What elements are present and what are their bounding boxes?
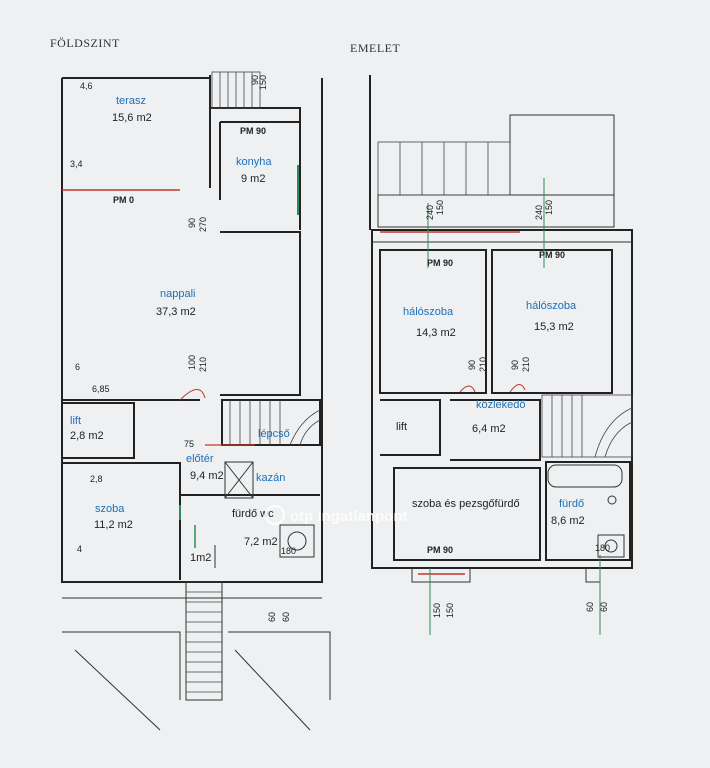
otp-logo-icon	[264, 504, 286, 526]
room-haloszoba2-area: 15,3 m2	[534, 321, 574, 333]
ground-dim-4: 4	[77, 544, 82, 554]
watermark-text: otp Ingatlanpont	[290, 508, 407, 525]
room-lift-name: lift	[70, 415, 81, 427]
room-furdo-wc-area: 7,2 m2	[244, 536, 278, 548]
room-1m2-area: 1m2	[190, 552, 211, 564]
upper-dim-60b: 60	[599, 602, 609, 612]
ground-floor-title: FÖLDSZINT	[50, 36, 120, 50]
upper-outer-wall	[371, 229, 633, 569]
room-furdo-area: 8,6 m2	[551, 515, 585, 527]
upper-floor-plan: 240 150 240 150 PM 90 PM 90 hálószoba 14…	[369, 75, 633, 635]
ground-dim-6: 6	[75, 362, 80, 372]
ground-dim-6-85: 6,85	[92, 384, 110, 394]
upper-dim-180: 180	[595, 543, 610, 553]
upper-dim-240a: 240	[425, 205, 435, 220]
upper-dim-90b: 90	[510, 360, 520, 370]
upper-dim-150d: 150	[544, 200, 554, 215]
room-konyha-name: konyha	[236, 156, 272, 168]
room-haloszoba1-name: hálószoba	[403, 306, 454, 318]
ground-dim-75: 75	[184, 439, 194, 449]
upper-dim-150a: 150	[432, 603, 442, 618]
ground-dim-180: 180	[281, 546, 296, 556]
room-haloszoba1-area: 14,3 m2	[416, 327, 456, 339]
room-kozlekedo-name: közlekedő	[476, 399, 526, 411]
kitchen-level-pm90: PM 90	[240, 126, 266, 136]
otp-watermark: otp Ingatlanpont	[264, 504, 407, 526]
upper-floor-title: EMELET	[350, 41, 400, 55]
room-terasz-name: terasz	[116, 95, 146, 107]
room-nappali-name: nappali	[160, 288, 195, 300]
ground-floor-plan: 4,6 terasz 15,6 m2 3,4 PM 0 PM 90 konyha…	[61, 71, 331, 731]
room-terasz-area: 15,6 m2	[112, 112, 152, 124]
upper-dim-240b: 240	[534, 205, 544, 220]
ground-dim-top-90: 90	[250, 75, 260, 85]
upper-dim-210a: 210	[478, 357, 488, 372]
room-kozlekedo-area: 6,4 m2	[472, 423, 506, 435]
ground-level-pm0: PM 0	[113, 195, 134, 205]
ground-dim-210: 210	[198, 357, 208, 372]
ground-dim-270: 270	[198, 217, 208, 232]
upper-level-pm90b: PM 90	[539, 250, 565, 260]
room-szoba-pezsgofurdo-name: szoba és pezsgőfürdő	[412, 498, 520, 510]
ground-dim-4-6: 4,6	[80, 81, 93, 91]
ground-dim-60a: 60	[267, 612, 277, 622]
room-szoba-name: szoba	[95, 503, 125, 515]
ground-dim-90: 90	[187, 218, 197, 228]
room-lepcso-name: lépcső	[258, 428, 290, 440]
room-szoba-area: 11,2 m2	[94, 519, 133, 531]
room-nappali-area: 37,3 m2	[156, 306, 196, 318]
ground-dim-60b: 60	[281, 612, 291, 622]
room-lift-area: 2,8 m2	[70, 430, 104, 442]
room-furdo-name: fürdő	[559, 498, 584, 510]
room-eloter-area: 9,4 m2	[190, 470, 224, 482]
upper-dim-90a: 90	[467, 360, 477, 370]
room-haloszoba2-name: hálószoba	[526, 300, 577, 312]
upper-dim-150c: 150	[435, 200, 445, 215]
upper-level-pm90c: PM 90	[427, 545, 453, 555]
upper-level-pm90a: PM 90	[427, 258, 453, 268]
ground-dim-3-4: 3,4	[70, 159, 83, 169]
ground-dim-2-8: 2,8	[90, 474, 103, 484]
ground-dim-100: 100	[187, 355, 197, 370]
room-konyha-area: 9 m2	[241, 173, 265, 185]
upper-dim-210b: 210	[521, 357, 531, 372]
room-kazan-name: kazán	[256, 472, 285, 484]
room-eloter-name: előtér	[186, 453, 214, 465]
ground-lift-shaft	[61, 402, 135, 459]
upper-dim-60a: 60	[585, 602, 595, 612]
room-upper-lift-name: lift	[396, 421, 407, 433]
ground-dim-top-150: 150	[258, 75, 268, 90]
room-furdo-wc-name: fürdő wc	[232, 508, 274, 520]
upper-dim-150b: 150	[445, 603, 455, 618]
